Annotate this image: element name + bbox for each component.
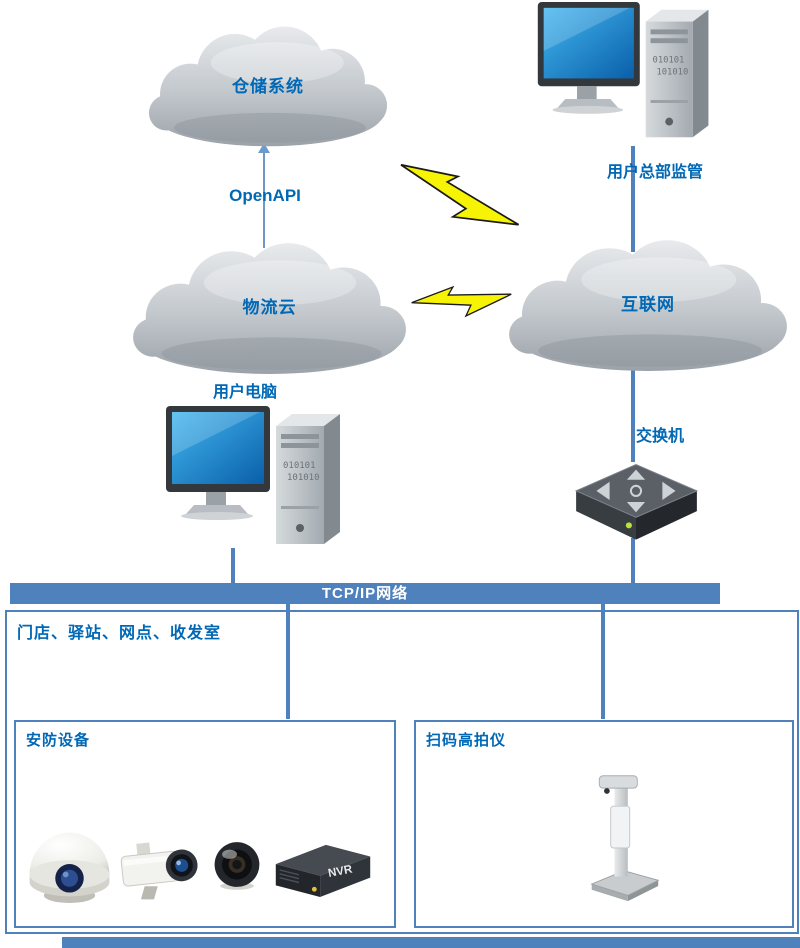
openapi-arrow-line xyxy=(263,152,265,248)
bullet-camera-icon xyxy=(120,842,198,900)
network-switch xyxy=(568,450,705,547)
site-box: 门店、驿站、网点、收发室 安防设备 xyxy=(5,610,799,934)
tower-binary-text: 010101 xyxy=(283,461,316,471)
network-to-scanner-line xyxy=(601,603,605,719)
nvr-device: NVR xyxy=(270,835,376,903)
scanner-box-title: 扫码高拍仪 xyxy=(426,732,507,749)
document-scanner-icon xyxy=(590,775,660,902)
dome-camera xyxy=(22,817,117,912)
lightning-bolt-middle xyxy=(410,276,514,327)
nvr-icon: NVR xyxy=(275,844,371,897)
bullet-camera xyxy=(116,834,206,904)
scanner-box: 扫码高拍仪 xyxy=(414,720,794,928)
cloud-warehouse-label: 仓储系统 xyxy=(232,77,304,96)
fisheye-camera xyxy=(209,838,265,892)
security-box: 安防设备 xyxy=(14,720,396,928)
switch-icon xyxy=(574,463,699,540)
tcpip-network-bar: TCP/IP网络 xyxy=(10,583,720,604)
cloud-shape xyxy=(148,26,388,147)
openapi-arrowhead xyxy=(258,143,270,153)
userpc-to-network-line xyxy=(231,548,235,585)
cloud-shape xyxy=(133,243,406,374)
hq-label: 用户总部监管 xyxy=(606,164,703,181)
cloud-shape xyxy=(509,240,787,371)
cloud-logistics-label: 物流云 xyxy=(242,297,297,317)
user-computer: 010101 101010 xyxy=(163,404,355,559)
cloud-logistics: 物流云 xyxy=(132,236,407,378)
document-scanner xyxy=(586,772,662,904)
site-box-title: 门店、驿站、网点、收发室 xyxy=(17,625,222,642)
cloud-internet: 互联网 xyxy=(508,233,788,375)
desktop-computer-icon: 010101 101010 xyxy=(537,1,709,138)
tcpip-network-bar-label: TCP/IP网络 xyxy=(321,585,409,602)
lightning-icon xyxy=(400,163,520,226)
hq-to-internet-line xyxy=(631,146,635,252)
cloud-internet-label: 互联网 xyxy=(621,294,675,314)
lightning-bolt-top xyxy=(388,152,527,246)
tower-binary-text: 010101 xyxy=(653,56,685,66)
user-pc-label: 用户电脑 xyxy=(212,384,277,401)
network-to-security-line xyxy=(286,603,290,719)
internet-to-switch-line xyxy=(631,370,635,462)
switch-label: 交换机 xyxy=(635,428,684,445)
tower-binary-text: 101010 xyxy=(656,68,688,78)
desktop-computer-icon: 010101 101010 xyxy=(166,406,340,544)
footer-bar xyxy=(62,937,800,948)
cloud-warehouse: 仓储系统 xyxy=(148,20,388,150)
security-box-title: 安防设备 xyxy=(26,732,91,749)
nvr-label: NVR xyxy=(327,863,354,880)
switch-to-network-line xyxy=(631,538,635,585)
lightning-icon xyxy=(411,285,512,318)
tower-binary-text: 101010 xyxy=(287,473,320,483)
hq-computer: 010101 101010 xyxy=(533,0,725,152)
dome-camera-icon xyxy=(29,832,110,903)
fisheye-camera-icon xyxy=(214,842,260,890)
openapi-label: OpenAPI xyxy=(229,186,301,205)
